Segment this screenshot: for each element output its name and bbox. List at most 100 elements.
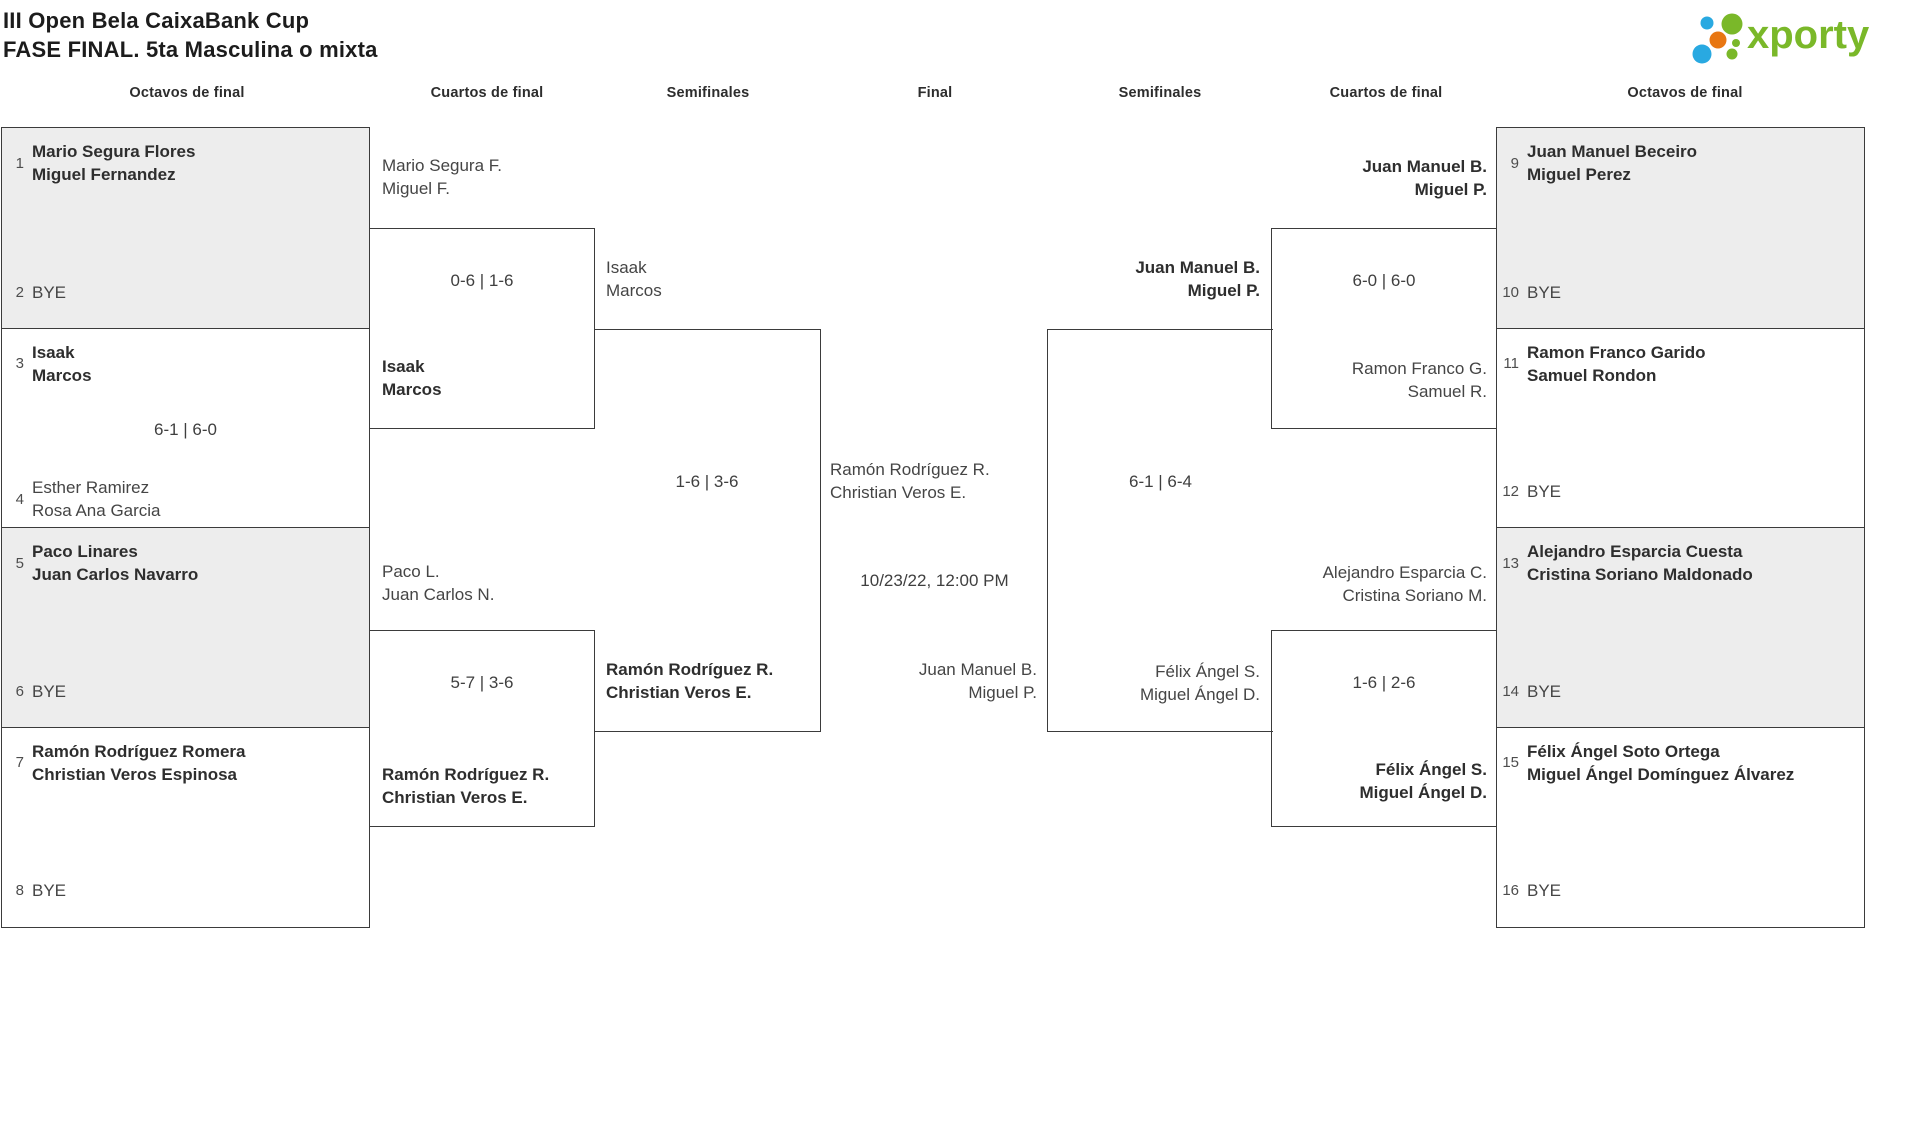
team-row: 2 BYE xyxy=(4,281,365,304)
player-name: Ramon Franco Garido xyxy=(1527,342,1706,362)
team-row: 5 Paco Linares Juan Carlos Navarro xyxy=(4,540,365,586)
team-name: Isaak Marcos xyxy=(606,256,662,302)
team-name: BYE xyxy=(32,680,66,703)
player-name: Miguel Fernandez xyxy=(32,165,176,184)
page-title: III Open Bela CaixaBank Cup FASE FINAL. … xyxy=(3,6,378,64)
player-name: Esther Ramirez xyxy=(32,478,150,497)
match-box-octavos-11-12: 11 Ramon Franco Garido Samuel Rondon 12 … xyxy=(1497,327,1864,528)
round-header-cuartos-left: Cuartos de final xyxy=(430,85,544,101)
round-header-final: Final xyxy=(917,85,953,101)
final-team-left: Ramón Rodríguez R. Christian Veros E. xyxy=(830,458,990,504)
match-box-cuartos-right-1: 6-0 | 6-0 xyxy=(1271,228,1497,429)
match-box-octavos-3-4: 3 Isaak Marcos 6-1 | 6-0 4 Esther Ramire… xyxy=(2,327,369,528)
match-score: 6-1 | 6-4 xyxy=(1128,472,1192,491)
team-row: 16 BYE xyxy=(1499,879,1860,902)
team-name-winner: Juan Manuel B. Miguel P. xyxy=(1362,155,1487,201)
player-name: Mario Segura F. xyxy=(382,156,502,175)
octavos-column-right: 9 Juan Manuel Beceiro Miguel Perez 10 BY… xyxy=(1496,127,1865,928)
xporty-logo[interactable]: xporty xyxy=(1690,4,1918,78)
seed-number: 12 xyxy=(1502,483,1519,500)
player-name: Juan Carlos Navarro xyxy=(32,565,199,584)
bye-label: BYE xyxy=(1527,482,1562,501)
player-name: Miguel P. xyxy=(1414,180,1487,199)
player-name: Christian Veros E. xyxy=(606,683,752,702)
tournament-name: III Open Bela CaixaBank Cup xyxy=(3,8,310,33)
player-name: Mario Segura Flores xyxy=(32,142,196,161)
player-name: Miguel Ángel D. xyxy=(1359,783,1488,802)
player-name: Ramón Rodríguez R. xyxy=(382,765,550,784)
player-name: Juan Manuel B. xyxy=(918,660,1037,679)
team-row: 13 Alejandro Esparcia Cuesta Cristina So… xyxy=(1499,540,1860,586)
team-row: 4 Esther Ramirez Rosa Ana Garcia xyxy=(4,476,365,522)
match-box-octavos-1-2: 1 Mario Segura Flores Miguel Fernandez 2… xyxy=(2,128,369,328)
player-name: Cristina Soriano Maldonado xyxy=(1527,565,1753,584)
bye-label: BYE xyxy=(32,881,67,900)
team-row: 6 BYE xyxy=(4,680,365,703)
player-name: Ramon Franco G. xyxy=(1351,359,1487,378)
team-row: 11 Ramon Franco Garido Samuel Rondon xyxy=(1499,341,1860,387)
match-box-cuartos-left-2: 5-7 | 3-6 xyxy=(369,630,595,827)
team-name: Ramon Franco G. Samuel R. xyxy=(1352,357,1487,403)
logo-dot-icon xyxy=(1732,39,1740,47)
match-box-semifinal-right: 6-1 | 6-4 xyxy=(1047,329,1273,732)
round-header-semis-left: Semifinales xyxy=(666,85,750,101)
player-name: Miguel Perez xyxy=(1527,165,1631,184)
team-name-winner: Juan Manuel B. Miguel P. xyxy=(1135,256,1260,302)
player-name: Christian Veros Espinosa xyxy=(32,764,238,784)
team-name-winner: Ramón Rodríguez R. Christian Veros E. xyxy=(606,658,773,704)
round-header-octavos-right: Octavos de final xyxy=(1627,85,1743,101)
logo-wordmark: xporty xyxy=(1747,13,1870,57)
seed-number: 2 xyxy=(15,283,24,301)
team-name-winner: Isaak Marcos xyxy=(382,355,442,401)
match-score: 1-6 | 2-6 xyxy=(1352,673,1416,692)
team-name: BYE xyxy=(32,879,66,902)
octavos-column-left: 1 Mario Segura Flores Miguel Fernandez 2… xyxy=(1,127,370,928)
team-row: 7 Ramón Rodríguez Romera Christian Veros… xyxy=(4,740,365,786)
player-name: Félix Ángel Soto Ortega xyxy=(1527,741,1720,761)
player-name: Alejandro Esparcia C. xyxy=(1322,563,1487,582)
team-name-winner: Félix Ángel S. Miguel Ángel D. xyxy=(1360,758,1488,804)
player-name: Miguel F. xyxy=(382,179,451,198)
seed-number: 14 xyxy=(1502,682,1519,700)
player-name: Isaak xyxy=(606,258,647,277)
player-name: Christian Veros E. xyxy=(382,788,528,807)
player-name: Miguel Ángel Domínguez Álvarez xyxy=(1527,764,1795,784)
team-row: 12 BYE xyxy=(1499,480,1860,503)
team-row: 1 Mario Segura Flores Miguel Fernandez xyxy=(4,140,365,186)
seed-number: 16 xyxy=(1502,882,1519,899)
team-name: Félix Ángel S. Miguel Ángel D. xyxy=(1140,660,1260,706)
match-box-octavos-9-10: 9 Juan Manuel Beceiro Miguel Perez 10 BY… xyxy=(1497,128,1864,328)
seed-number: 15 xyxy=(1502,754,1519,771)
player-name: Félix Ángel S. xyxy=(1375,760,1487,779)
team-name: Paco Linares Juan Carlos Navarro xyxy=(32,540,198,586)
seed-number: 1 xyxy=(15,154,24,172)
player-name: Alejandro Esparcia Cuesta xyxy=(1527,542,1743,561)
team-name: Isaak Marcos xyxy=(32,341,92,387)
seed-number: 5 xyxy=(15,554,24,572)
seed-number: 11 xyxy=(1503,355,1519,372)
bye-label: BYE xyxy=(32,282,67,302)
team-name: Félix Ángel Soto Ortega Miguel Ángel Dom… xyxy=(1527,740,1794,786)
team-name: Mario Segura Flores Miguel Fernandez xyxy=(32,140,195,186)
player-name: Juan Manuel B. xyxy=(1135,258,1260,277)
team-name: Alejandro Esparcia C. Cristina Soriano M… xyxy=(1323,561,1487,607)
team-row: 8 BYE xyxy=(4,879,365,902)
logo-dot-icon xyxy=(1709,31,1727,49)
team-name: BYE xyxy=(1527,480,1561,503)
match-box-octavos-5-6: 5 Paco Linares Juan Carlos Navarro 6 BYE xyxy=(2,527,369,727)
logo-dot-icon xyxy=(1692,44,1712,64)
team-name: Mario Segura F. Miguel F. xyxy=(382,154,502,200)
seed-number: 13 xyxy=(1502,554,1519,572)
logo-dot-icon xyxy=(1726,48,1738,60)
match-score: 5-7 | 3-6 xyxy=(450,673,514,692)
team-name: Juan Manuel Beceiro Miguel Perez xyxy=(1527,140,1697,186)
match-box-octavos-13-14: 13 Alejandro Esparcia Cuesta Cristina So… xyxy=(1497,527,1864,727)
team-name: BYE xyxy=(1527,879,1561,902)
match-box-cuartos-left-1: 0-6 | 1-6 xyxy=(369,228,595,429)
team-row: 15 Félix Ángel Soto Ortega Miguel Ángel … xyxy=(1499,740,1860,786)
team-name: Ramón Rodríguez Romera Christian Veros E… xyxy=(32,740,245,786)
seed-number: 3 xyxy=(15,355,24,372)
logo-dot-icon xyxy=(1700,16,1714,30)
round-header-semis-right: Semifinales xyxy=(1118,85,1202,101)
